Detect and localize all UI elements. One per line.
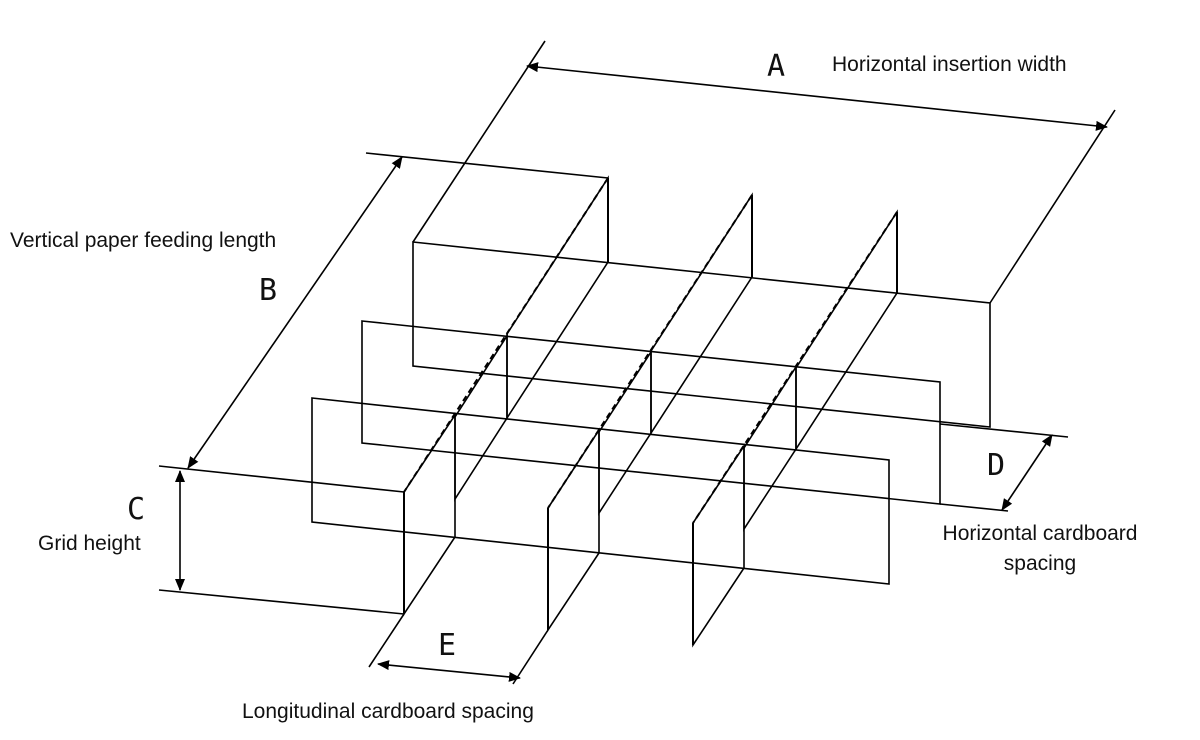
dimension-e: E Longitudinal cardboard spacing [242,613,549,723]
dimension-c: C Grid height [38,470,405,615]
dimension-d: D Horizontal cardboard spacing [939,423,1138,575]
horizontal-panel-front [311,397,890,585]
dimension-d-letter: D [987,448,1005,483]
horizontal-panel-back [412,241,991,428]
longitudinal-panel-1-front [403,412,456,617]
dimension-c-letter: C [127,492,145,527]
dimension-a-label: Horizontal insertion width [832,53,1067,76]
dimension-b-label: Vertical paper feeding length [10,229,276,252]
longitudinal-panel-2-middle [598,349,652,516]
dimension-b-letter: B [259,273,277,308]
longitudinal-panel-3-front [692,443,745,648]
dimension-b: B Vertical paper feeding length [10,152,609,493]
longitudinal-panel-2-front [547,427,600,633]
dimension-d-label-line2: spacing [1004,552,1076,575]
dimension-a: A Horizontal insertion width [412,40,1116,304]
dimension-a-letter: A [767,49,785,84]
longitudinal-panel-3-back [795,209,898,452]
dimension-c-label: Grid height [38,532,141,555]
grid-panels [311,175,991,648]
dimension-e-label: Longitudinal cardboard spacing [242,700,534,723]
dimension-e-letter: E [438,628,456,663]
dimension-d-label-line1: Horizontal cardboard [943,522,1138,545]
